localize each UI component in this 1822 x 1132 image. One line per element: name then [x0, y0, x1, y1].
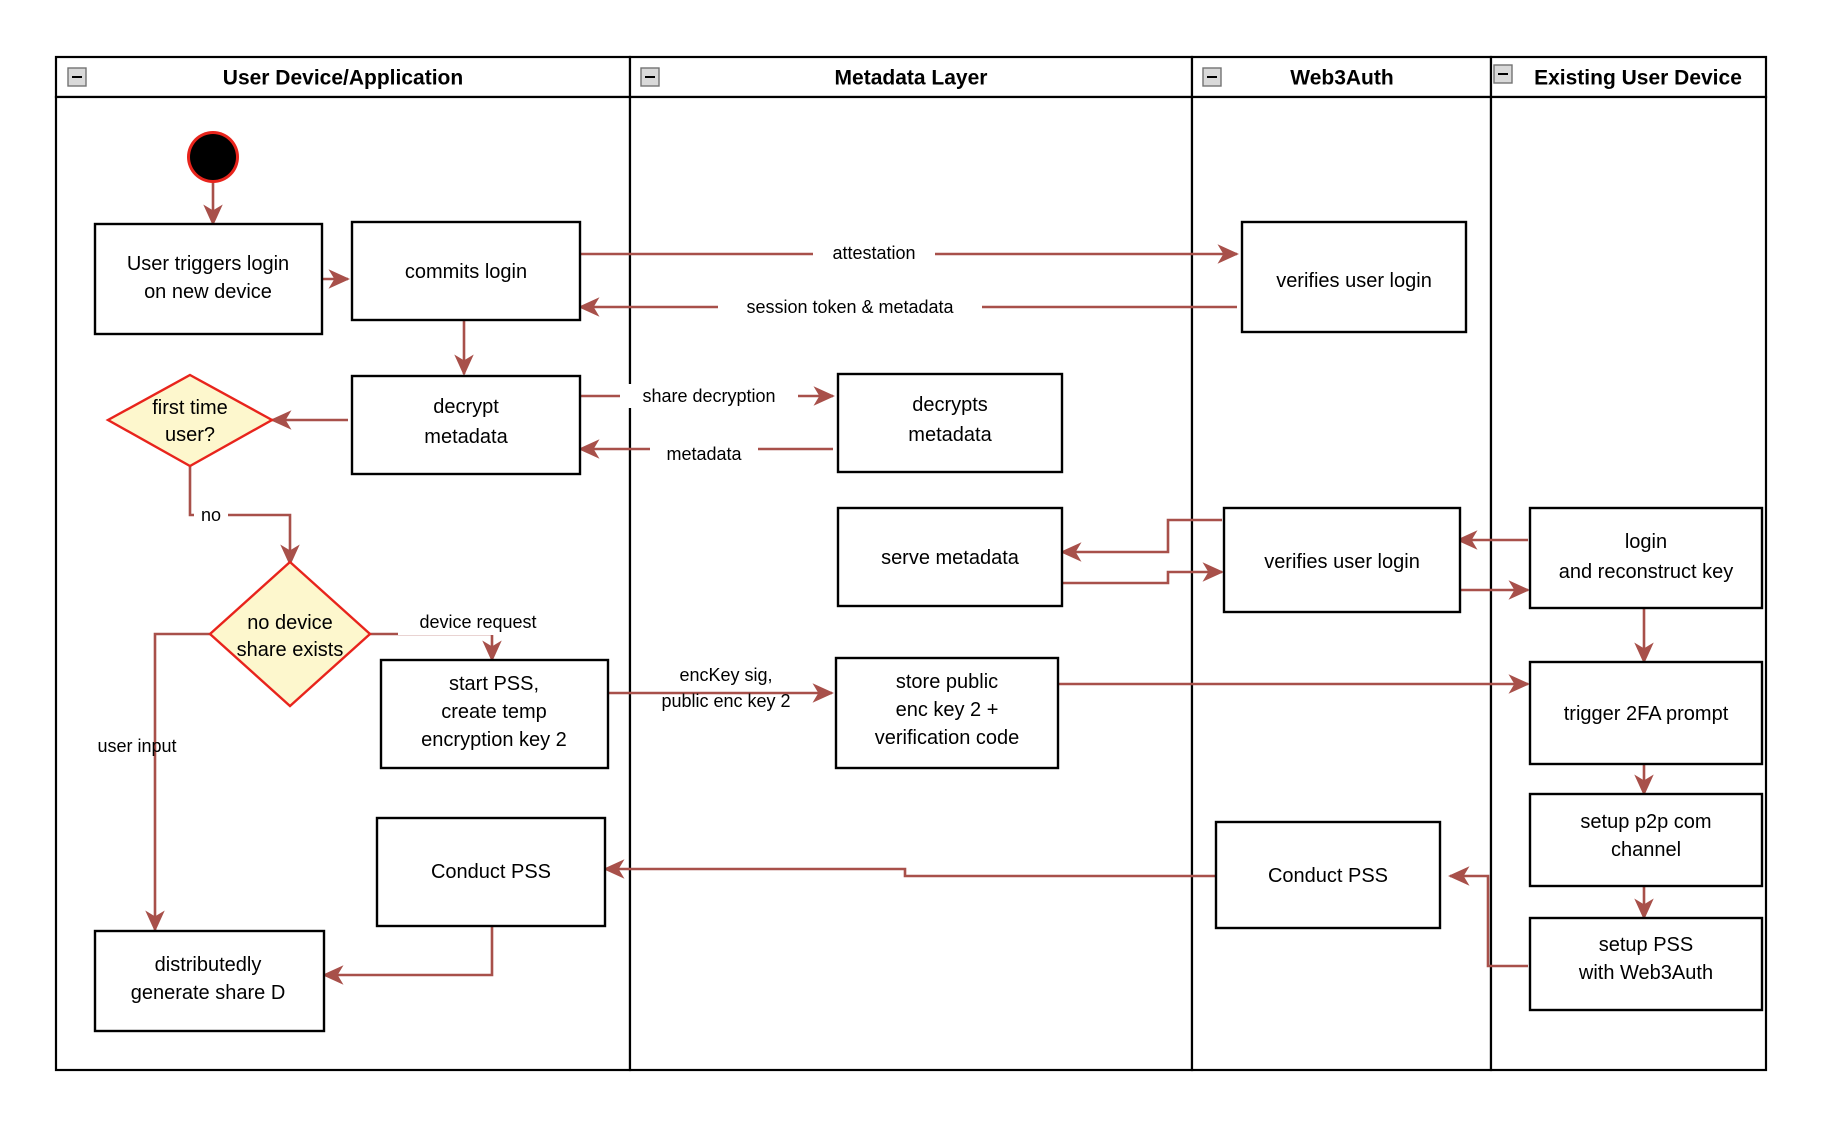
node-decrypt-metadata[interactable]: decrypt metadata — [350, 374, 582, 476]
edge-conductpss-to-conductpss — [603, 859, 1218, 879]
node-login-reconstruct-key-line1: login — [1625, 531, 1667, 553]
lane-titles: User Device/Application Metadata Layer W… — [67, 64, 1742, 90]
node-commits-login[interactable]: commits login — [350, 220, 582, 322]
node-store-public-key[interactable]: store public enc key 2 + verification co… — [834, 656, 1060, 770]
node-start-pss[interactable]: start PSS, create temp encryption key 2 — [379, 658, 610, 770]
node-conduct-pss-user[interactable]: Conduct PSS — [375, 816, 607, 928]
node-verifies-user-login-1-label: verifies user login — [1276, 270, 1432, 292]
node-serve-metadata-label: serve metadata — [881, 547, 1020, 569]
node-decrypts-metadata-line1: decrypts — [912, 394, 988, 416]
edge-label-user-input: user input — [97, 736, 176, 756]
node-first-time-user-line1: first time — [152, 397, 228, 419]
edge-label-metadata: metadata — [666, 444, 742, 464]
edge-serve-to-verify — [1062, 562, 1224, 585]
node-conduct-pss-web3auth[interactable]: Conduct PSS — [1214, 820, 1442, 930]
edge-conductpss-to-generate — [322, 925, 494, 985]
edge-labels: attestation session token & metadata sha… — [97, 241, 982, 756]
collapse-icon-user-device[interactable] — [67, 67, 87, 87]
node-trigger-2fa-label: trigger 2FA prompt — [1564, 703, 1729, 725]
collapse-icon-web3auth[interactable] — [1202, 67, 1222, 87]
lane-title-web3auth: Web3Auth — [1290, 67, 1393, 90]
node-decrypts-metadata-line2: metadata — [908, 424, 992, 446]
edge-label-no: no — [201, 505, 221, 525]
node-store-public-key-line2: enc key 2 + — [896, 699, 999, 721]
node-verifies-user-login-2-label: verifies user login — [1264, 551, 1420, 573]
edge-label-enckey-sig-line1: encKey sig, — [679, 665, 772, 685]
lane-header-user-device[interactable] — [54, 55, 632, 99]
start-node[interactable] — [187, 131, 239, 183]
node-store-public-key-line3: verification code — [875, 727, 1020, 749]
edge-user-input — [145, 632, 210, 932]
node-start-pss-line1: start PSS, — [449, 673, 539, 695]
node-conduct-pss-web3auth-label: Conduct PSS — [1268, 865, 1388, 887]
edge-verify-to-serve — [1060, 518, 1222, 562]
node-setup-p2p-line2: channel — [1611, 839, 1681, 861]
edge-label-share-decryption: share decryption — [642, 386, 775, 406]
lane-title-metadata: Metadata Layer — [835, 67, 988, 90]
node-decrypt-metadata-line2: metadata — [424, 426, 508, 448]
lane-title-existing-device: Existing User Device — [1534, 67, 1742, 90]
node-user-triggers-login-line2: on new device — [144, 281, 272, 303]
node-start-pss-line3: encryption key 2 — [421, 729, 567, 751]
node-generate-share-d-line2: generate share D — [131, 982, 286, 1004]
node-verifies-user-login-2[interactable]: verifies user login — [1222, 506, 1462, 614]
lane-title-user-device: User Device/Application — [223, 67, 463, 90]
node-first-time-user[interactable]: first time user? — [105, 373, 275, 468]
node-generate-share-d-line1: distributedly — [155, 954, 262, 976]
node-commits-login-label: commits login — [405, 261, 527, 283]
node-setup-pss-web3auth-line1: setup PSS — [1599, 934, 1694, 956]
edge-setuppss-to-conductpss — [1448, 866, 1528, 968]
node-user-triggers-login[interactable]: User triggers login on new device — [93, 222, 324, 336]
edge-no — [188, 466, 300, 566]
node-login-reconstruct-key[interactable]: login and reconstruct key — [1528, 506, 1764, 610]
edge-label-enckey-sig-line2: public enc key 2 — [661, 691, 790, 711]
edge-label-attestation: attestation — [832, 243, 915, 263]
nodes: User triggers login on new device commit… — [93, 131, 1764, 1033]
node-start-pss-line2: create temp — [441, 701, 547, 723]
node-decrypts-metadata[interactable]: decrypts metadata — [836, 372, 1064, 474]
node-no-device-share-exists[interactable]: no device share exists — [208, 560, 372, 708]
node-setup-p2p-line1: setup p2p com — [1580, 811, 1711, 833]
edge-label-device-request: device request — [419, 612, 536, 632]
edge-label-session-token: session token & metadata — [746, 297, 954, 317]
node-serve-metadata[interactable]: serve metadata — [836, 506, 1064, 608]
node-trigger-2fa[interactable]: trigger 2FA prompt — [1528, 660, 1764, 766]
node-verifies-user-login-1[interactable]: verifies user login — [1240, 220, 1468, 334]
node-setup-pss-web3auth-line2: with Web3Auth — [1578, 962, 1713, 984]
collapse-icon-existing-device[interactable] — [1493, 64, 1513, 84]
collapse-icon-metadata[interactable] — [640, 67, 660, 87]
node-login-reconstruct-key-line2: and reconstruct key — [1559, 561, 1734, 583]
node-first-time-user-line2: user? — [165, 424, 215, 446]
node-no-device-share-line2: share exists — [237, 639, 344, 661]
node-store-public-key-line1: store public — [896, 671, 998, 693]
node-user-triggers-login-line1: User triggers login — [127, 253, 289, 275]
node-setup-p2p[interactable]: setup p2p com channel — [1528, 792, 1764, 888]
node-generate-share-d[interactable]: distributedly generate share D — [93, 929, 326, 1033]
node-conduct-pss-user-label: Conduct PSS — [431, 861, 551, 883]
node-decrypt-metadata-line1: decrypt — [433, 396, 499, 418]
node-no-device-share-line1: no device — [247, 612, 333, 634]
node-setup-pss-web3auth[interactable]: setup PSS with Web3Auth — [1528, 916, 1764, 1012]
